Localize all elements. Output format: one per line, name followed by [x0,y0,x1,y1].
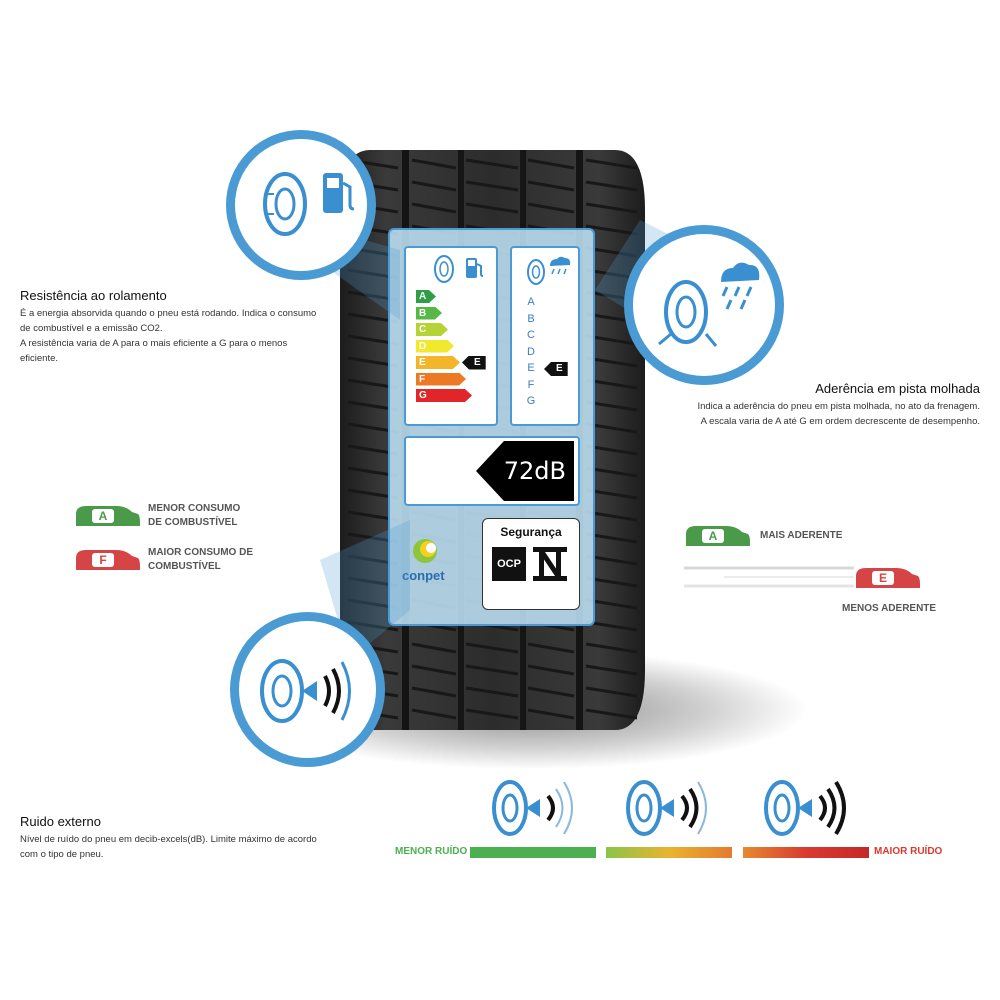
fuel-rating-a: A [416,290,436,303]
rolling-desc-1: É a energia absorvida quando o pneu está… [20,308,317,319]
fuel-best-car: A [72,500,142,532]
ocp-mark: OCP [492,547,526,581]
wet-rating-g: G [526,395,536,407]
rain-cloud-icon [658,262,760,347]
fuel-pump-icon [466,258,484,278]
fuel-rating-b: B [416,307,442,320]
wet-grip-block: Aderência em pista molhada Indica a ader… [640,381,980,429]
fuel-rating-c: C [416,323,448,336]
rolling-resistance-block: Resistência ao rolamento É a energia abs… [20,288,340,366]
grip-best-letter: A [708,529,718,543]
fuel-best-label-1: MENOR CONSUMO [148,503,241,514]
noise-bar-mid [606,847,732,858]
wet-desc-2: A escala varia de A até G em ordem decre… [700,416,980,427]
conpet-logo-icon [413,539,437,563]
tire-icon [263,172,307,236]
fuel-rating-marker: E [462,355,486,370]
noise-desc-1: Nível de ruído do pneu em decib-excels(d… [20,834,317,845]
noise-title: Ruido externo [20,814,101,829]
wet-rating-c: C [527,329,535,341]
rolling-desc-2: de combustível e a emissão CO2. [20,323,163,334]
fuel-rating-f: F [416,373,466,386]
fuel-pump-icon [323,173,355,213]
car-icon [76,550,140,570]
grip-worst-car: E [852,562,922,594]
fuel-best-label-2: DE COMBUSTÍVEL [148,517,238,528]
grip-worst-letter: E [878,571,887,585]
wet-rating-marker: E [544,362,568,376]
car-icon [76,506,140,526]
noise-bar-high [743,847,869,858]
tire-icon [434,255,454,283]
wet-rating-a: A [527,296,535,308]
grip-best-label: MAIS ADERENTE [760,530,843,541]
brand-name: conpet [402,568,445,583]
wet-title: Aderência em pista molhada [815,381,980,396]
rolling-title: Resistência ao rolamento [20,288,167,303]
noise-panel: 72dB [404,436,580,506]
car-icon [686,526,750,546]
wet-circle [624,225,784,385]
wet-rating-d: D [527,345,535,358]
car-icon [856,568,920,588]
fuel-rating-e: E [416,356,460,369]
fuel-circle [226,130,376,280]
noise-high-label: MAIOR RUÍDO [874,846,943,857]
noise-block: Ruido externo Nível de ruído do pneu em … [20,814,360,862]
noise-circle [230,612,385,767]
wet-rating-f: F [527,378,535,391]
fuel-worst-label-2: COMBUSTÍVEL [148,561,221,572]
fuel-worst-label: MAIOR CONSUMO DE COMBUSTÍVEL [148,546,253,574]
rolling-desc-4: eficiente. [20,353,59,364]
wet-rating-e: E [527,362,535,374]
security-panel: Segurança OCP [482,518,580,610]
rain-cloud-icon [527,256,571,285]
wet-rating-b: B [527,312,535,325]
noise-low-label: MENOR RUÍDO [395,846,468,857]
fuel-best-label: MENOR CONSUMO DE COMBUSTÍVEL [148,502,240,530]
fuel-worst-car: F [72,544,142,576]
fuel-best-letter: A [98,509,108,523]
security-title: Segurança [500,525,562,539]
noise-desc-2: com o tipo de pneu. [20,849,104,860]
noise-level-2-icon [626,780,707,836]
noise-bar-low [470,847,596,858]
wet-desc-1: Indica a aderência do pneu em pista molh… [697,401,980,412]
fuel-worst-letter: F [99,553,107,567]
grip-worst-label: MENOS ADERENTE [842,603,937,614]
fuel-worst-label-1: MAIOR CONSUMO DE [148,547,253,558]
road-streaks [684,566,854,588]
sound-waves-icon [260,659,351,723]
inmetro-icon [533,547,567,581]
fuel-rating-d: D [416,340,454,353]
grip-best-car: A [682,520,752,552]
noise-level-3-icon [764,780,846,836]
rolling-desc-3: A resistência varia de A para o mais efi… [20,338,288,349]
fuel-rating-g: G [416,389,472,402]
noise-level-1-icon [492,780,573,836]
